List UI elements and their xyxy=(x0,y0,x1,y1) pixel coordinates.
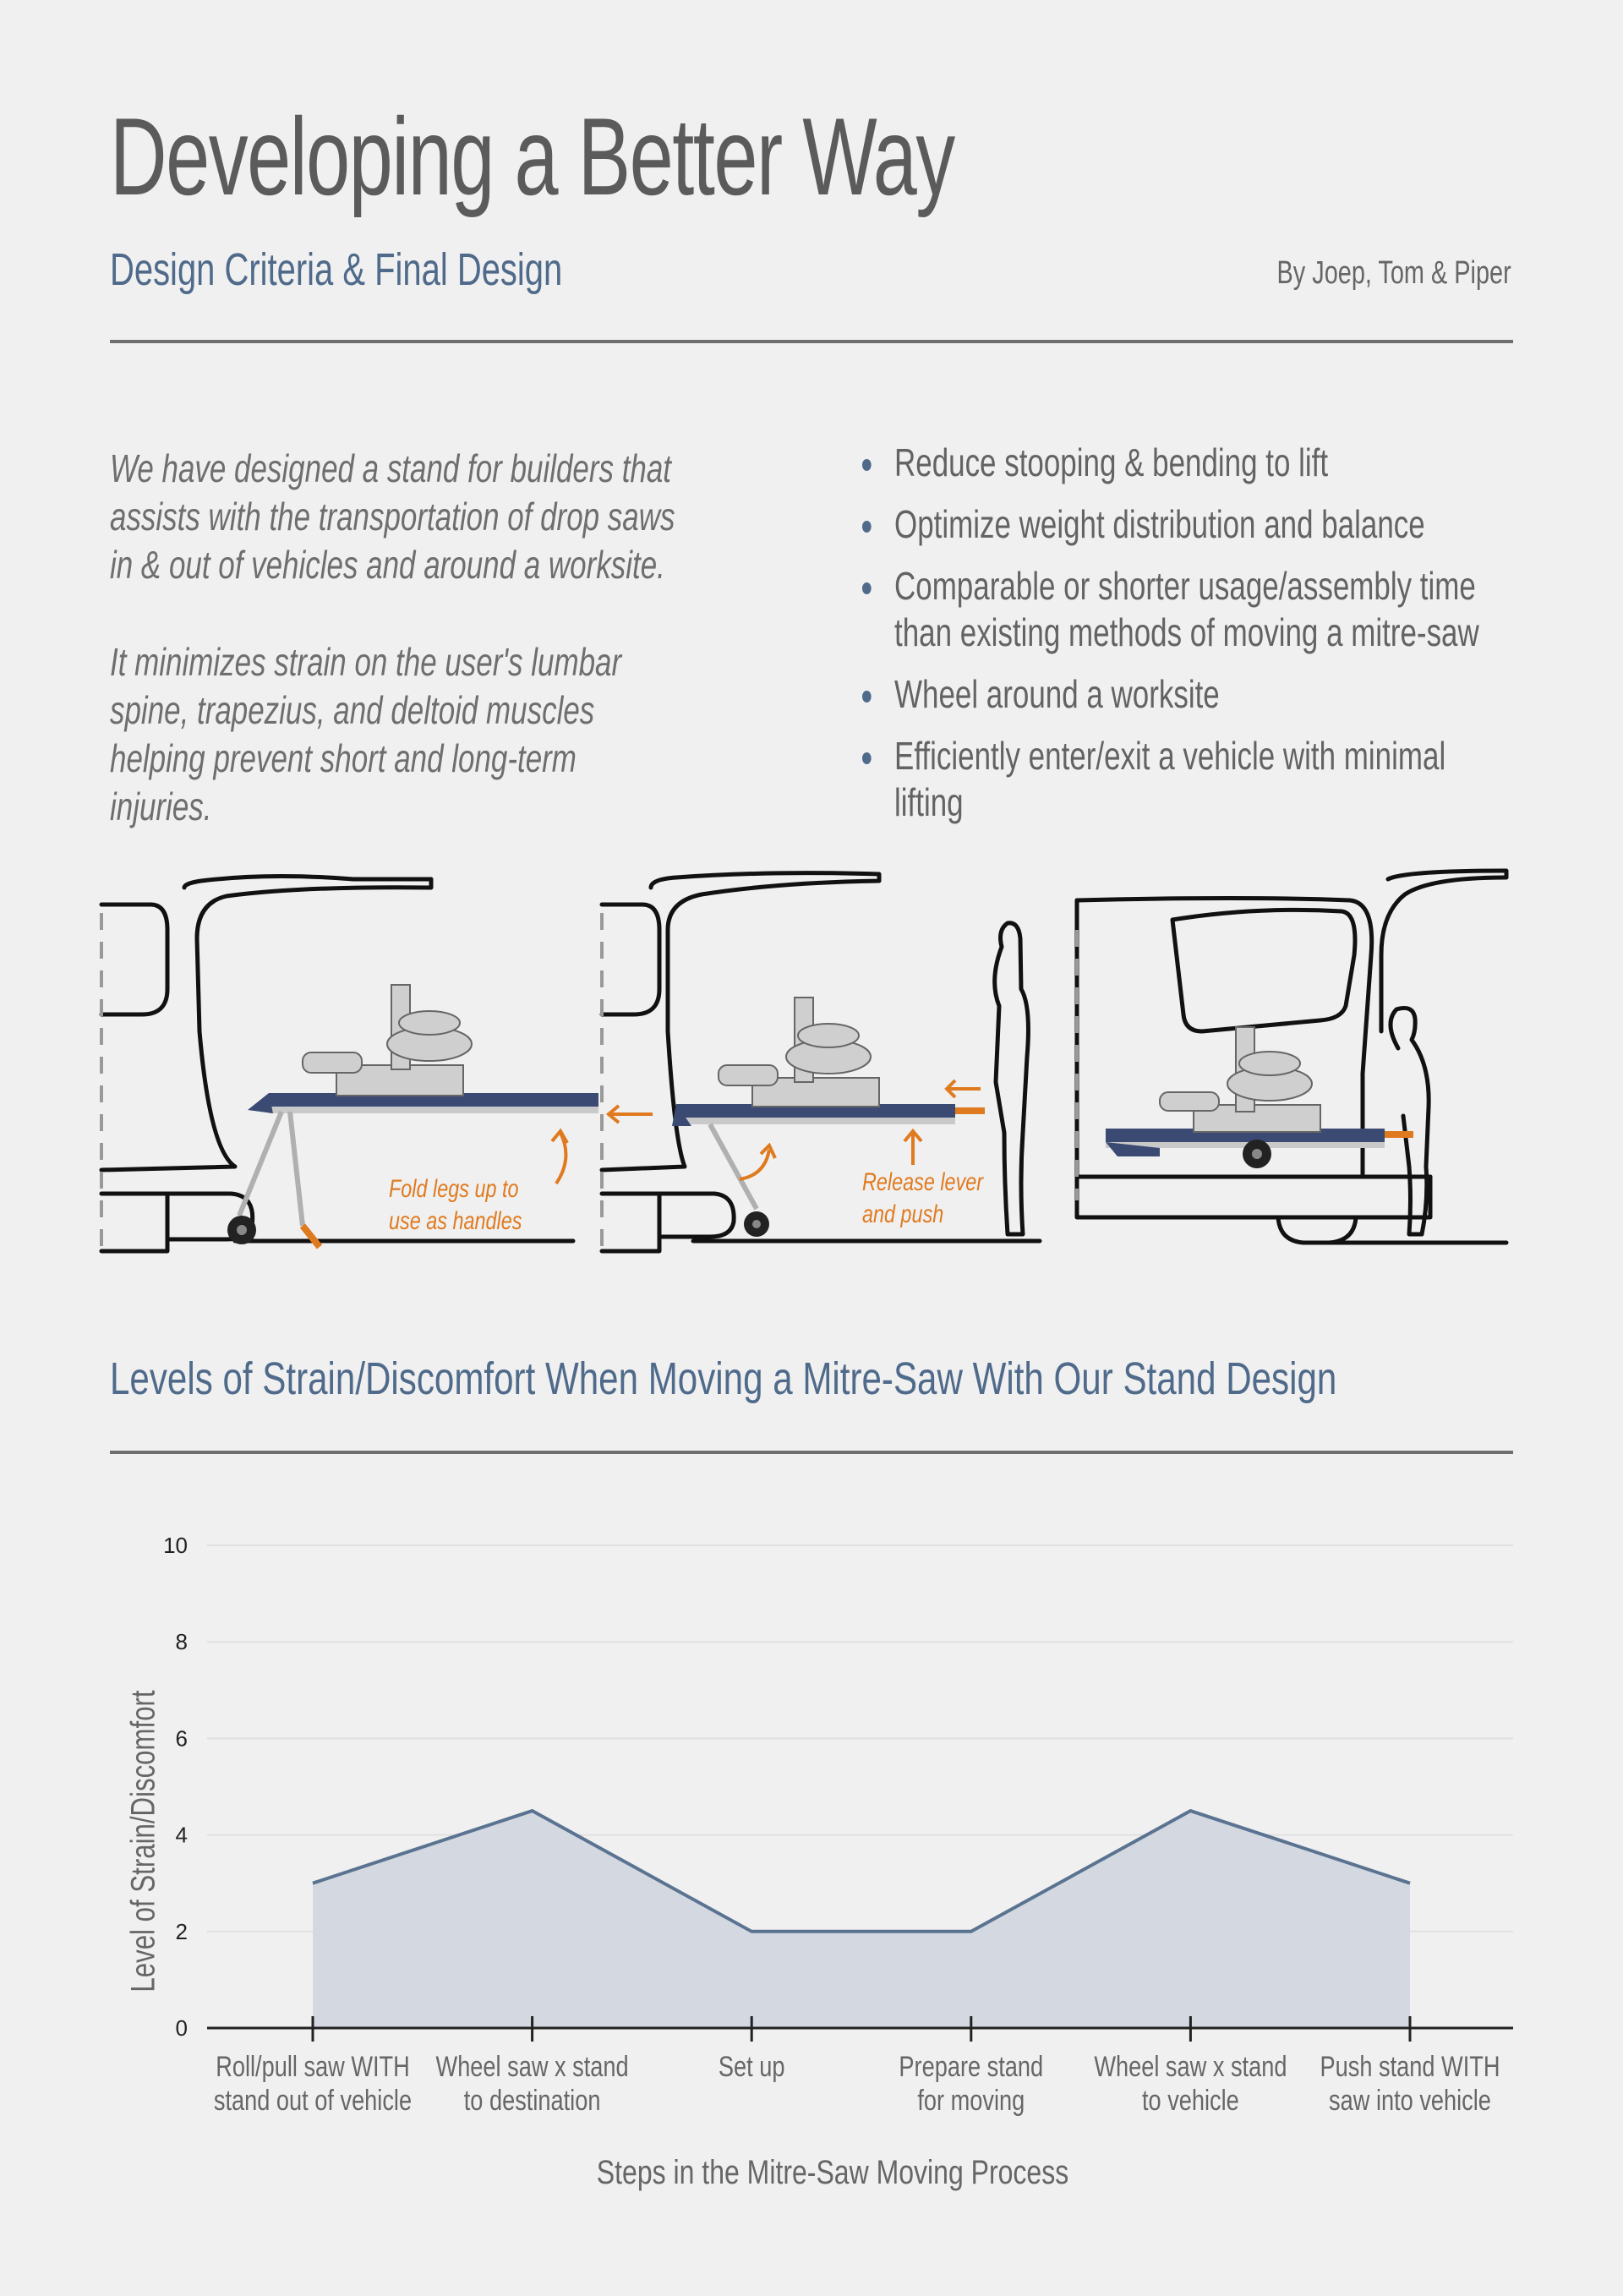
y-tick-label: 10 xyxy=(163,1533,188,1558)
criteria-item: Efficiently enter/exit a vehicle with mi… xyxy=(862,733,1505,826)
intro-text: We have designed a stand for builders th… xyxy=(110,445,675,880)
illustration-into-vehicle xyxy=(1074,862,1515,1276)
authors-credit: By Joep, Tom & Piper xyxy=(1276,255,1511,291)
y-axis-label: Level of Strain/Discomfort xyxy=(124,1690,162,1993)
note-line: and push xyxy=(862,1200,944,1228)
note-line: use as handles xyxy=(389,1207,522,1235)
illustration-fold-legs: Fold legs up to use as handles xyxy=(99,862,598,1276)
x-tick-label: Roll/pull saw WITH xyxy=(216,2050,410,2083)
x-tick-label: Prepare stand xyxy=(899,2050,1043,2083)
x-tick-label: Push stand WITH xyxy=(1320,2050,1500,2083)
x-tick-label: Wheel saw x stand xyxy=(436,2050,629,2083)
x-tick-label: for moving xyxy=(917,2084,1025,2117)
release-lever-note: Release lever and push xyxy=(862,1167,983,1231)
y-tick-label: 2 xyxy=(176,1919,188,1944)
intro-paragraph-2: It minimizes strain on the user's lumbar… xyxy=(110,640,622,828)
criteria-item: Wheel around a worksite xyxy=(862,671,1505,718)
page-title: Developing a Better Way xyxy=(110,95,955,218)
vehicle-stand-drawing-3 xyxy=(1074,868,1509,1245)
y-tick-label: 4 xyxy=(176,1823,188,1848)
intro-paragraph-1: We have designed a stand for builders th… xyxy=(110,446,675,587)
note-line: Release lever xyxy=(862,1168,984,1196)
criteria-item: Optimize weight distribution and balance xyxy=(862,501,1505,548)
illustration-release-push: Release lever and push xyxy=(599,862,1082,1276)
chart-title: Levels of Strain/Discomfort When Moving … xyxy=(110,1353,1337,1404)
y-tick-label: 8 xyxy=(176,1629,188,1654)
x-tick-label: to destination xyxy=(464,2084,601,2117)
x-tick-label: stand out of vehicle xyxy=(214,2084,412,2117)
x-tick-label: Set up xyxy=(719,2050,785,2083)
x-tick-label: Wheel saw x stand xyxy=(1094,2050,1287,2083)
fold-legs-note: Fold legs up to use as handles xyxy=(389,1173,522,1238)
y-tick-label: 6 xyxy=(176,1725,188,1751)
criteria-item: Comparable or shorter usage/assembly tim… xyxy=(862,563,1505,656)
y-tick-label: 0 xyxy=(176,2015,188,2041)
series-line xyxy=(312,1808,1411,1933)
criteria-item: Reduce stooping & bending to lift xyxy=(862,440,1505,486)
note-line: Fold legs up to xyxy=(389,1175,519,1203)
chart-divider xyxy=(110,1451,1513,1454)
series-area xyxy=(313,1811,1410,2028)
x-tick-label: to vehicle xyxy=(1142,2084,1239,2117)
x-axis-label: Steps in the Mitre-Saw Moving Process xyxy=(596,2154,1069,2191)
x-tick-label: saw into vehicle xyxy=(1329,2084,1491,2117)
vehicle-stand-drawing-2 xyxy=(599,871,1042,1254)
header-divider xyxy=(110,340,1513,343)
vehicle-stand-drawing-1 xyxy=(99,873,598,1254)
design-criteria-list: Reduce stooping & bending to lift Optimi… xyxy=(862,440,1505,841)
page-subtitle: Design Criteria & Final Design xyxy=(110,244,563,295)
